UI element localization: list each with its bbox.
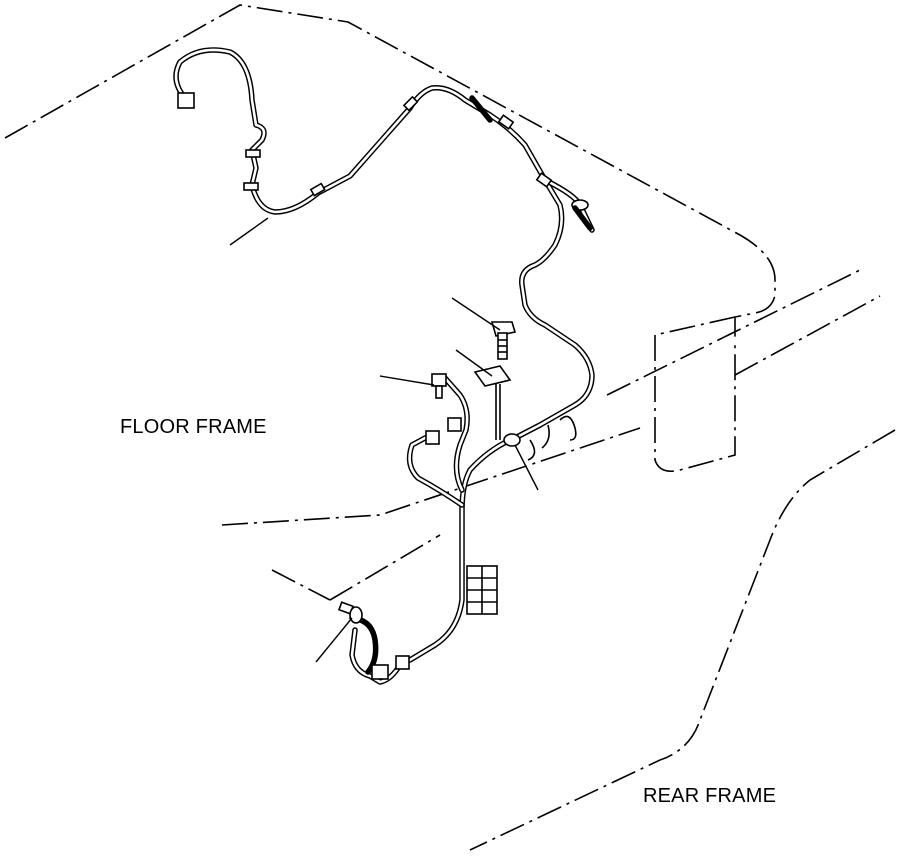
connector [425,430,440,445]
sensor-lower [337,601,363,624]
rear-frame-label: REAR FRAME [643,785,777,807]
main-harness [173,47,595,685]
connector [395,655,410,670]
clamp [497,114,515,130]
connector [447,417,462,432]
clamp [503,433,521,447]
connector [371,664,389,680]
bracket [473,365,512,440]
leader-line [315,617,353,663]
clamp [402,95,419,112]
floor-frame-label: FLOOR FRAME [120,416,267,438]
harness-clamps [243,95,553,447]
connectors [177,92,498,680]
sensor-upper [431,373,447,399]
leader-line [451,297,501,331]
bolt [490,321,517,360]
rear-frame-outline [469,429,896,851]
connector [177,92,195,109]
leader-line [229,217,269,246]
clamp [535,172,553,188]
leader-line [514,444,539,491]
floor-frame-outline [4,4,881,601]
leader-line [379,375,435,386]
clamp [243,182,259,191]
clamp [245,149,261,158]
rear-socket [571,199,593,231]
leader-lines [229,217,539,663]
clamp [309,182,326,197]
relay-block [466,565,498,615]
leader-line [455,349,493,377]
